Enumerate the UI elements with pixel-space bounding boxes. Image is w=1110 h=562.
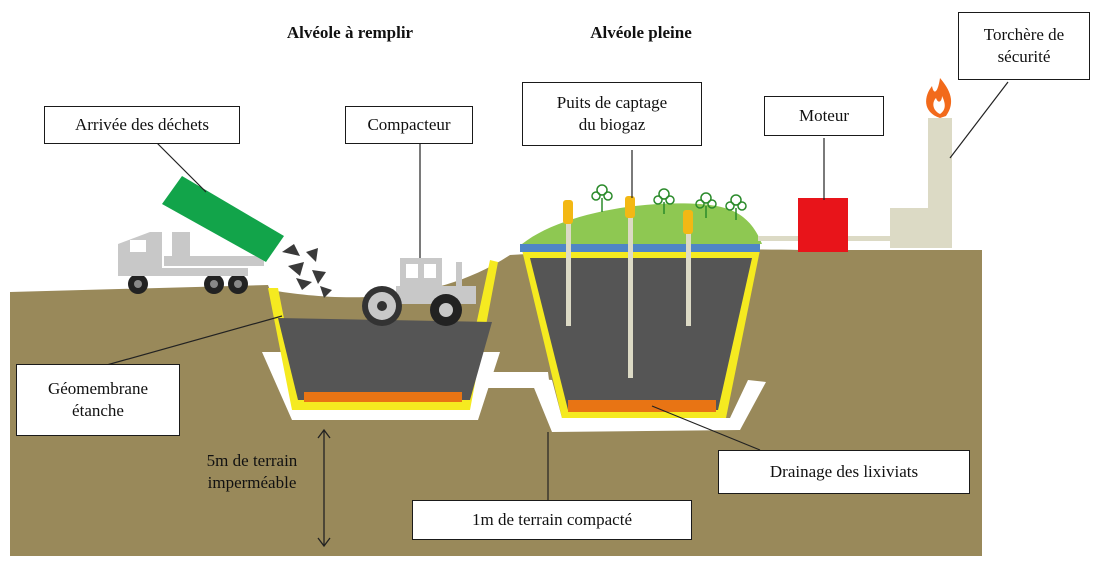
leader-lines	[95, 81, 1009, 500]
drainage-right	[568, 400, 716, 412]
label-flare: Torchère de sécurité	[958, 12, 1090, 80]
flame-icon	[926, 78, 952, 118]
compactor	[362, 258, 476, 326]
engine	[798, 198, 848, 252]
drainage-left	[304, 392, 462, 402]
label-geomembrane: Géomembrane étanche	[16, 364, 180, 436]
cover-layer	[520, 244, 760, 252]
heading-cell-to-fill: Alvéole à remplir	[286, 23, 414, 42]
geomembrane-left	[268, 260, 498, 410]
flowers	[591, 184, 747, 220]
truck	[118, 232, 264, 294]
label-compactor: Compacteur	[345, 106, 473, 144]
label-compacted-ground: 1m de terrain compacté	[412, 500, 692, 540]
heading-cell-full: Alvéole pleine	[590, 23, 692, 42]
waste-left	[278, 318, 492, 400]
label-impermeable-ground: 5m de terrain imperméable	[206, 451, 298, 492]
container	[162, 176, 284, 262]
grass-cap	[522, 203, 762, 244]
label-biogas-well: Puits de captage du biogaz	[522, 82, 702, 146]
thickness-arrow	[317, 428, 331, 548]
label-leachate-drainage: Drainage des lixiviats	[718, 450, 970, 494]
biogas-wells	[563, 196, 693, 378]
falling-waste	[282, 244, 332, 298]
waste-right	[530, 258, 752, 410]
label-waste-arrival: Arrivée des déchets	[44, 106, 240, 144]
clay-layer-right	[530, 378, 766, 432]
clay-connector	[478, 372, 550, 388]
label-engine: Moteur	[764, 96, 884, 136]
flare-tower	[890, 118, 952, 248]
